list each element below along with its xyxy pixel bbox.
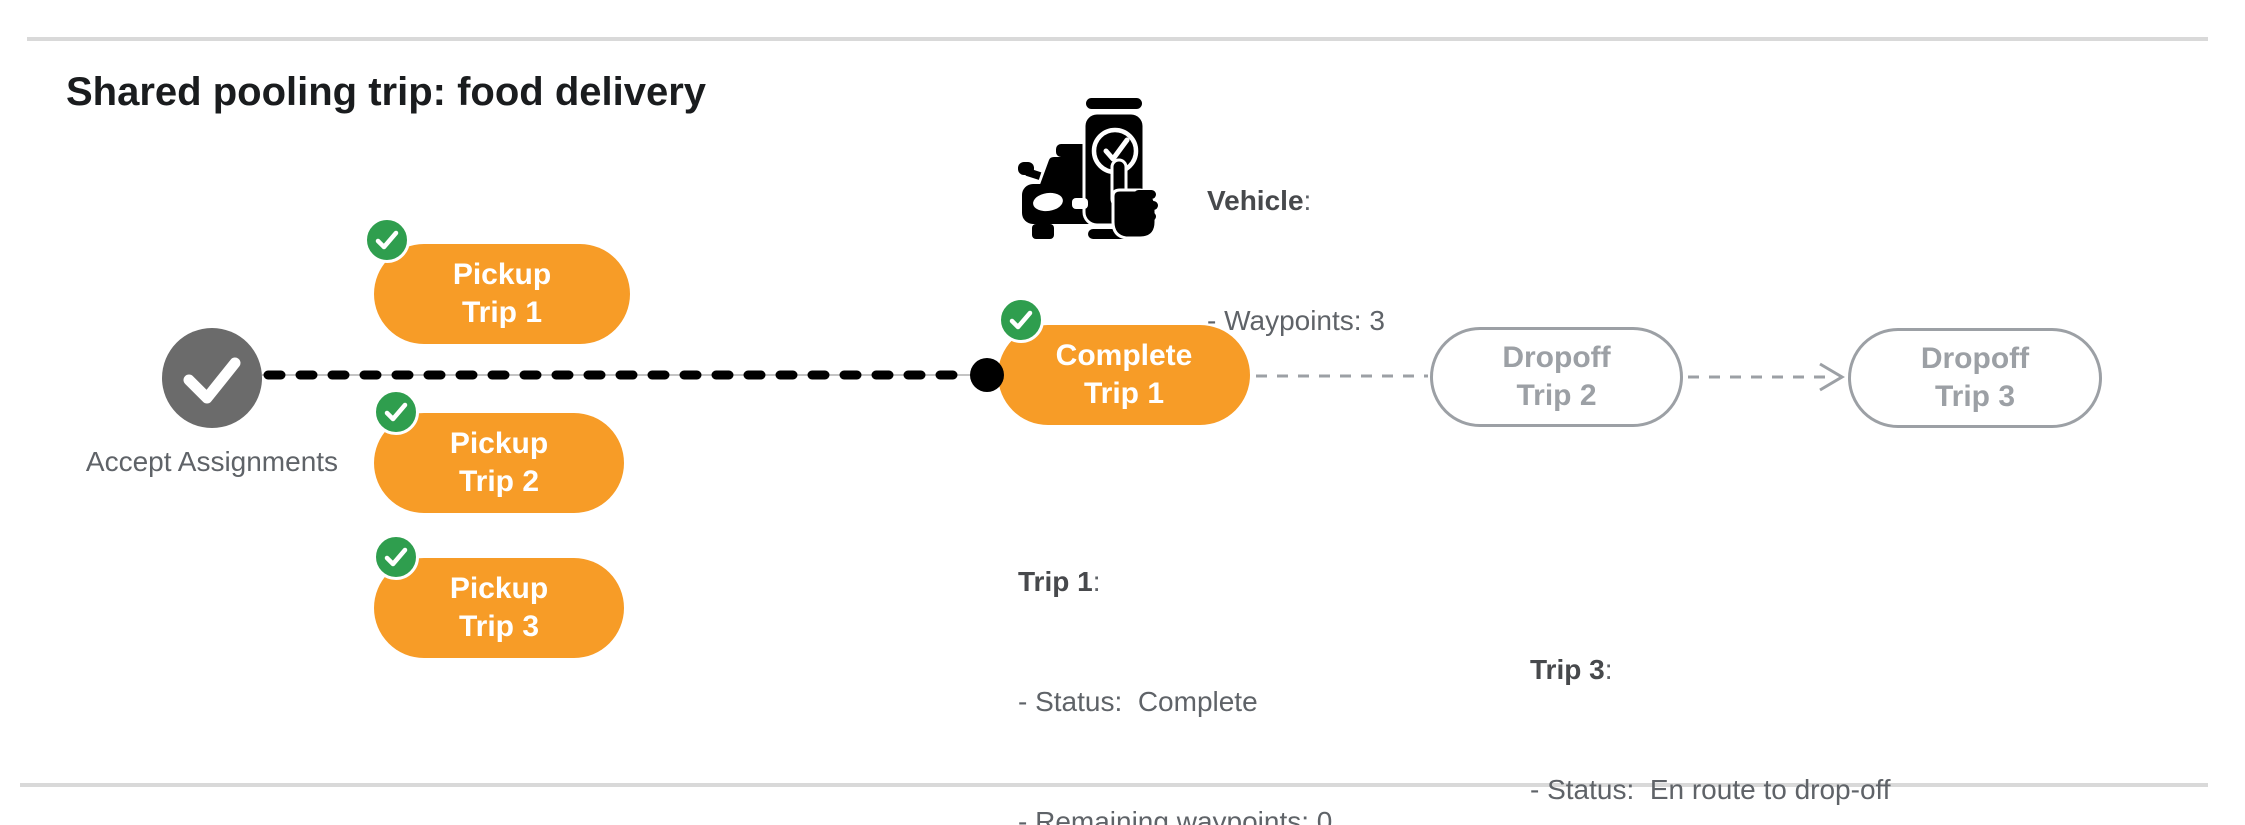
trip3-status: - Status: En route to drop-off — [1530, 774, 1891, 805]
node-pickup-trip-1: Pickup Trip 1 — [374, 244, 630, 344]
vehicle-waypoints: - Waypoints: 3 — [1207, 305, 1385, 336]
node-label: Pickup — [449, 572, 549, 605]
trip-details-left: Trip 1: - Status: Complete - Remaining w… — [1018, 482, 1379, 825]
accept-assignments-label: Accept Assignments — [62, 442, 362, 481]
node-label: Trip 2 — [1516, 379, 1597, 412]
vehicle-info: Vehicle: - Waypoints: 3 — [1207, 101, 1385, 421]
arrow-right-icon — [1819, 362, 1845, 392]
check-badge-icon — [373, 534, 419, 580]
node-pickup-trip-2: Pickup Trip 2 — [374, 413, 624, 513]
trip3-header: Trip 3: — [1530, 650, 1891, 690]
check-badge-icon — [364, 217, 410, 263]
colon: : — [1604, 654, 1613, 685]
trip-details-right: Trip 3: - Status: En route to drop-off -… — [1530, 570, 1891, 825]
node-label: Dropoff — [1502, 341, 1611, 374]
node-label: Trip 3 — [1934, 380, 2016, 413]
vehicle-label: Vehicle — [1207, 185, 1304, 216]
node-label: Pickup — [452, 258, 552, 291]
page-title: Shared pooling trip: food delivery — [66, 70, 707, 114]
node-label: Complete — [1055, 339, 1193, 372]
check-badge-icon — [373, 389, 419, 435]
check-icon — [183, 357, 241, 404]
node-label: Dropoff — [1920, 342, 2030, 375]
node-label: Trip 2 — [458, 465, 540, 498]
node-pickup-trip-3: Pickup Trip 3 — [374, 558, 624, 658]
node-label: Trip 1 — [1083, 377, 1165, 410]
trip1-label: Trip 1 — [1018, 566, 1093, 597]
node-label: Trip 1 — [461, 296, 543, 329]
node-label: Trip 3 — [458, 610, 540, 643]
node-label: Pickup — [449, 427, 549, 460]
trip3-label: Trip 3 — [1530, 654, 1605, 685]
node-dropoff-trip-2: Dropoff Trip 2 — [1430, 327, 1683, 427]
accept-label-line2: Assignments — [177, 446, 339, 477]
trip1-status: - Status: Complete — [1018, 686, 1258, 717]
node-complete-trip-1: Complete Trip 1 — [998, 325, 1250, 425]
vehicle-info-header: Vehicle: — [1207, 181, 1385, 221]
trip1-waypoints: - Remaining waypoints: 0 — [1018, 806, 1333, 825]
colon: : — [1092, 566, 1101, 597]
bottom-divider — [20, 783, 2208, 787]
check-badge-icon — [998, 297, 1044, 343]
car-phone-check-icon — [1018, 98, 1158, 240]
trip1-header: Trip 1: — [1018, 562, 1379, 602]
colon: : — [1303, 185, 1312, 216]
top-divider — [27, 37, 2208, 41]
node-dropoff-trip-3: Dropoff Trip 3 — [1848, 328, 2102, 428]
accept-assignments-node — [162, 328, 262, 428]
accept-label-line1: Accept — [85, 446, 172, 477]
